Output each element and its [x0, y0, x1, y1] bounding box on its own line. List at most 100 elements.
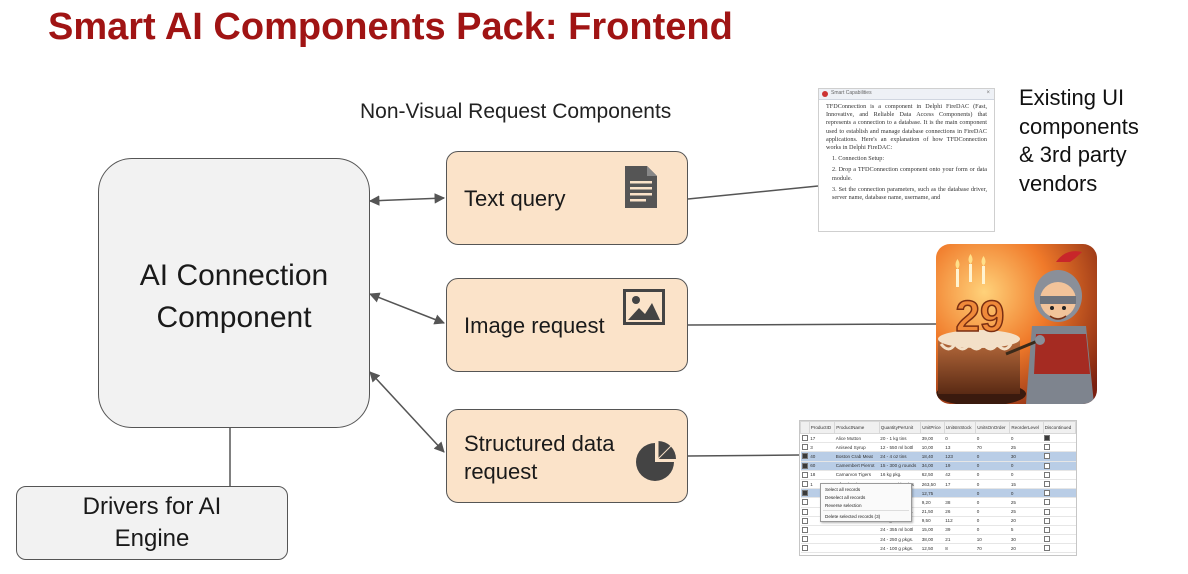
- column-header[interactable]: UnitsOnOrder: [975, 421, 1011, 434]
- table-cell: 18: [809, 470, 835, 480]
- table-cell: 39,00: [920, 433, 945, 444]
- row-checkbox[interactable]: [801, 526, 808, 533]
- discontinued-checkbox[interactable]: [1044, 444, 1051, 451]
- column-header[interactable]: UnitsInStock: [943, 421, 977, 434]
- row-checkbox[interactable]: [801, 481, 808, 488]
- line-text-query-to-doc: [687, 185, 819, 200]
- discontinued-checkbox[interactable]: [1044, 517, 1051, 524]
- row-checkbox[interactable]: [801, 508, 808, 515]
- nonvisual-components-label: Non-Visual Request Components: [360, 100, 672, 123]
- discontinued-checkbox[interactable]: [1044, 435, 1051, 442]
- structured-data-request-box: Structured data request: [446, 409, 688, 503]
- table-cell: 40: [809, 451, 835, 462]
- table-cell: Carnarvon Tigers: [834, 470, 880, 480]
- table-cell: 24 - 4 oz tins: [879, 451, 921, 462]
- discontinued-checkbox[interactable]: [1044, 490, 1051, 497]
- table-cell: 34,00: [920, 461, 945, 471]
- document-window-title: Smart Capabilities: [831, 90, 872, 96]
- row-checkbox[interactable]: [801, 517, 808, 524]
- table-cell: 0: [975, 470, 1010, 480]
- context-menu-item[interactable]: Select all records: [825, 486, 861, 492]
- document-text: TFDConnection is a component in Delphi F…: [826, 103, 987, 202]
- discontinued-checkbox[interactable]: [1044, 536, 1051, 543]
- row-checkbox[interactable]: [801, 471, 808, 478]
- discontinued-checkbox[interactable]: [1044, 481, 1051, 488]
- ai-connection-label: AI Connection Component: [139, 259, 329, 334]
- drivers-for-ai-engine-box: Drivers for AI Engine: [16, 486, 288, 560]
- table-cell: 60: [809, 461, 835, 471]
- column-header[interactable]: ProductID: [808, 421, 836, 434]
- table-cell: 38,00: [920, 534, 945, 545]
- discontinued-checkbox[interactable]: [1044, 462, 1051, 469]
- ai-connection-component-box: AI Connection Component: [98, 158, 370, 428]
- context-menu-separator: [823, 510, 909, 511]
- table-cell: 13: [944, 442, 976, 453]
- structured-data-request-label: Structured data request: [464, 431, 615, 484]
- table-cell: 25: [1009, 442, 1044, 453]
- table-cell: 24 - 100 g pkgs.: [879, 543, 921, 554]
- text-query-label: Text query: [464, 186, 566, 211]
- table-cell: Boston Crab Meat: [834, 451, 880, 462]
- row-checkbox[interactable]: [801, 490, 808, 497]
- column-header[interactable]: ProductName: [834, 421, 880, 434]
- text-query-box: Text query: [446, 151, 688, 245]
- document-icon: [625, 166, 657, 208]
- row-checkbox[interactable]: [801, 499, 808, 506]
- row-checkbox[interactable]: [801, 462, 808, 469]
- table-cell: 20 - 1 kg tins: [879, 433, 921, 444]
- discontinued-checkbox[interactable]: [1044, 545, 1051, 552]
- table-cell: 0: [975, 525, 1010, 536]
- table-cell: 17: [809, 433, 835, 444]
- table-cell: 30: [1009, 534, 1044, 545]
- discontinued-checkbox[interactable]: [1044, 453, 1051, 460]
- table-cell: 0: [944, 433, 976, 444]
- table-cell: 9,50: [920, 516, 945, 526]
- table-cell: 0: [975, 433, 1010, 444]
- table-cell: 25: [1009, 497, 1044, 508]
- table-cell: 15 - 300 g rounds: [879, 461, 921, 471]
- knight-birthday-cake-illustration: 29: [936, 244, 1097, 404]
- table-cell: 9,20: [920, 497, 945, 508]
- image-request-box: Image request: [446, 278, 688, 372]
- row-checkbox[interactable]: [801, 444, 808, 451]
- row-checkbox[interactable]: [801, 453, 808, 460]
- row-checkbox[interactable]: [801, 536, 808, 543]
- column-header[interactable]: ReorderLevel: [1009, 421, 1044, 434]
- row-checkbox[interactable]: [801, 435, 808, 442]
- column-header[interactable]: UnitPrice: [920, 421, 945, 434]
- table-cell: 10,00: [920, 442, 945, 453]
- generated-image-preview: 29: [936, 244, 1097, 404]
- discontinued-checkbox[interactable]: [1044, 471, 1051, 478]
- image-icon: [623, 289, 665, 325]
- line-structured-request-to-table: [687, 454, 800, 457]
- table-cell: [834, 525, 880, 536]
- column-header[interactable]: QuantityPerUnit: [878, 421, 922, 434]
- table-cell: 0: [975, 479, 1010, 490]
- discontinued-checkbox[interactable]: [1044, 526, 1051, 533]
- discontinued-checkbox[interactable]: [1044, 508, 1051, 515]
- context-menu-item[interactable]: Reverse selection: [825, 502, 862, 508]
- table-cell: 0: [975, 497, 1010, 508]
- table-cell: [809, 534, 835, 545]
- table-cell: 15,00: [920, 525, 945, 536]
- table-cell: 112: [944, 516, 976, 526]
- context-menu-item[interactable]: Delete selected records (3): [825, 513, 881, 519]
- arrow-ai-to-image-request: [369, 292, 445, 325]
- row-checkbox[interactable]: [801, 545, 808, 552]
- table-cell: 12,75: [920, 488, 945, 499]
- context-menu-item[interactable]: Deselect all records: [825, 494, 866, 500]
- column-header[interactable]: [800, 421, 810, 434]
- column-header[interactable]: Discontinued: [1042, 421, 1076, 434]
- table-cell: 0: [975, 516, 1010, 526]
- discontinued-checkbox[interactable]: [1044, 499, 1051, 506]
- app-icon: [822, 91, 828, 97]
